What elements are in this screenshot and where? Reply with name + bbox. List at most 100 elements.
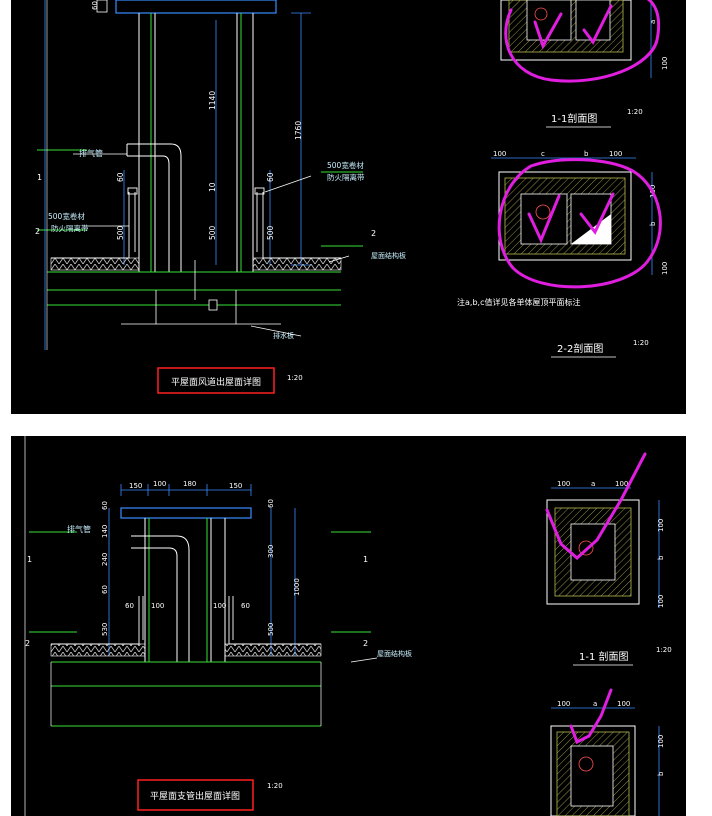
exhaust-pipe-elbow-bottom [131, 535, 190, 662]
dim-60-left: 60 [116, 172, 125, 182]
dim-150-b: 150 [229, 482, 242, 490]
insulation-left-bottom [50, 643, 146, 657]
leader-lines [73, 153, 350, 337]
section-1-1-bottom: 100 a 100 100 b 100 [546, 480, 665, 608]
dim-10: 10 [208, 182, 217, 192]
section-2-2-title: 2-2剖面图 [557, 342, 603, 355]
dim-60-e: 60 [267, 499, 275, 508]
level-lines-bottom [29, 531, 371, 633]
dim-150-a: 150 [129, 482, 142, 490]
sec2-dim-100d: 100 [661, 262, 669, 275]
label-strip-left-1: 500宽卷材 [48, 211, 85, 221]
pipe-cap-plate [120, 507, 252, 519]
title-top: 平屋面风道出屋面详图 [171, 376, 261, 388]
roof-slab-bottom [51, 661, 321, 727]
sec2-dim-c: c [541, 150, 545, 158]
roof-pipe-detail-drawing: 150 100 180 150 1 [24, 436, 672, 816]
roof-slab [47, 271, 341, 306]
duct-walls [138, 13, 254, 272]
sec2-dim-100a: 100 [493, 150, 506, 158]
label-strip-left-2: 防火隔离带 [51, 223, 89, 233]
level-2-right-bottom: 2 [363, 639, 368, 648]
dim-530: 530 [101, 623, 109, 636]
label-strip-right-1: 500宽卷材 [327, 160, 364, 170]
label-roof-structure-bottom: 屋面结构板 [377, 649, 412, 658]
insulation-left [50, 257, 140, 271]
level-1-left: 1 [37, 173, 42, 182]
dim-300: 300 [267, 545, 275, 558]
s1-dim-100a: 100 [557, 480, 570, 488]
s2-dim-100r: 100 [657, 735, 665, 748]
roof-base [121, 260, 281, 325]
section-1-1-scale: 1:20 [627, 108, 643, 116]
s1-dim-100r: 100 [657, 519, 665, 532]
title-top-scale: 1:20 [287, 374, 303, 382]
dimension-lines [123, 12, 311, 266]
sec2-dim-b: b [584, 150, 589, 158]
dim-500-b: 500 [208, 225, 217, 240]
title-box-bottom [137, 779, 254, 811]
drawing-panel-bottom: 150 100 180 150 1 [11, 436, 686, 816]
title-box-top [157, 367, 275, 394]
section-2-bottom: 100 a 100 100 b [550, 700, 665, 816]
dim-60-d: 60 [125, 602, 134, 610]
level-1-right-bottom: 1 [363, 555, 368, 564]
magenta-annotation-top [497, 0, 662, 289]
dim-60-cap: 60 [91, 1, 99, 10]
flashing [51, 187, 341, 259]
label-exhaust-pipe: 排气管 [67, 524, 91, 534]
dim-100-a: 100 [153, 480, 166, 488]
insulation-right-bottom [224, 643, 322, 657]
dim-60-a: 60 [101, 501, 109, 510]
sec1-dim-a: a [649, 20, 657, 24]
note-abc: 注a,b,c值详见各单体屋顶平面标注 [457, 297, 580, 307]
label-roof-structure: 屋面结构板 [371, 251, 406, 260]
sec2-dim-100b: 100 [609, 150, 622, 158]
magenta-annotation-bottom [545, 452, 647, 745]
dim-500-c: 500 [266, 225, 275, 240]
roof-duct-detail-drawing: 排气管 500宽卷材 防火隔离带 500宽卷材 防火隔离带 屋面结构板 排水板 … [35, 0, 669, 394]
s1-dim-b: b [657, 555, 665, 560]
pipe-walls [144, 518, 226, 662]
vertical-dims-bottom [108, 508, 296, 656]
dim-180: 180 [183, 480, 196, 488]
section-1-1-bottom-title: 1-1 剖面图 [579, 650, 629, 663]
flashing-bottom [51, 596, 321, 645]
s2-dim-b: b [657, 771, 665, 776]
level-2-left: 2 [35, 227, 40, 236]
dim-100-c: 100 [213, 602, 226, 610]
level-1-left-bottom: 1 [27, 555, 32, 564]
title-bottom: 平屋面支管出屋面详图 [150, 790, 240, 802]
section-2-2-top: 100 c b 100 100 b 100 [491, 150, 669, 275]
dim-100-b: 100 [151, 602, 164, 610]
dim-60-b: 60 [241, 602, 250, 610]
sec2-dim-b-right: b [649, 221, 657, 226]
s2-dim-100a: 100 [557, 700, 570, 708]
dim-1000: 1000 [293, 578, 301, 596]
drawing-panel-top: 排气管 500宽卷材 防火隔离带 500宽卷材 防火隔离带 屋面结构板 排水板 … [11, 0, 686, 414]
s2-dim-100b: 100 [617, 700, 630, 708]
dim-60-right: 60 [266, 172, 275, 182]
section-1-1-title: 1-1剖面图 [551, 112, 597, 125]
dim-500: 500 [267, 623, 275, 636]
dim-140: 140 [101, 525, 109, 538]
insulation-right [252, 257, 342, 271]
dim-500-a: 500 [116, 225, 125, 240]
section-2-2-scale: 1:20 [633, 339, 649, 347]
label-drain-board: 排水板 [273, 331, 294, 340]
label-exhaust-duct: 排气管 [79, 148, 103, 158]
section-1-1-bottom-scale: 1:20 [656, 646, 672, 654]
s1-dim-a: a [591, 480, 595, 488]
cap-dim-box [96, 0, 108, 13]
duct-cap-plate [115, 0, 277, 14]
level-2-right: 2 [371, 229, 376, 238]
level-2-left-bottom: 2 [25, 639, 30, 648]
s1-dim-100b: 100 [615, 480, 628, 488]
s2-dim-a: a [593, 700, 597, 708]
dim-1760: 1760 [294, 121, 303, 140]
label-strip-right-2: 防火隔离带 [327, 172, 365, 182]
dim-240: 240 [101, 553, 109, 566]
section-1-1-top: a 100 [500, 0, 669, 78]
top-dim-chain [120, 484, 252, 496]
dim-1140: 1140 [208, 91, 217, 110]
